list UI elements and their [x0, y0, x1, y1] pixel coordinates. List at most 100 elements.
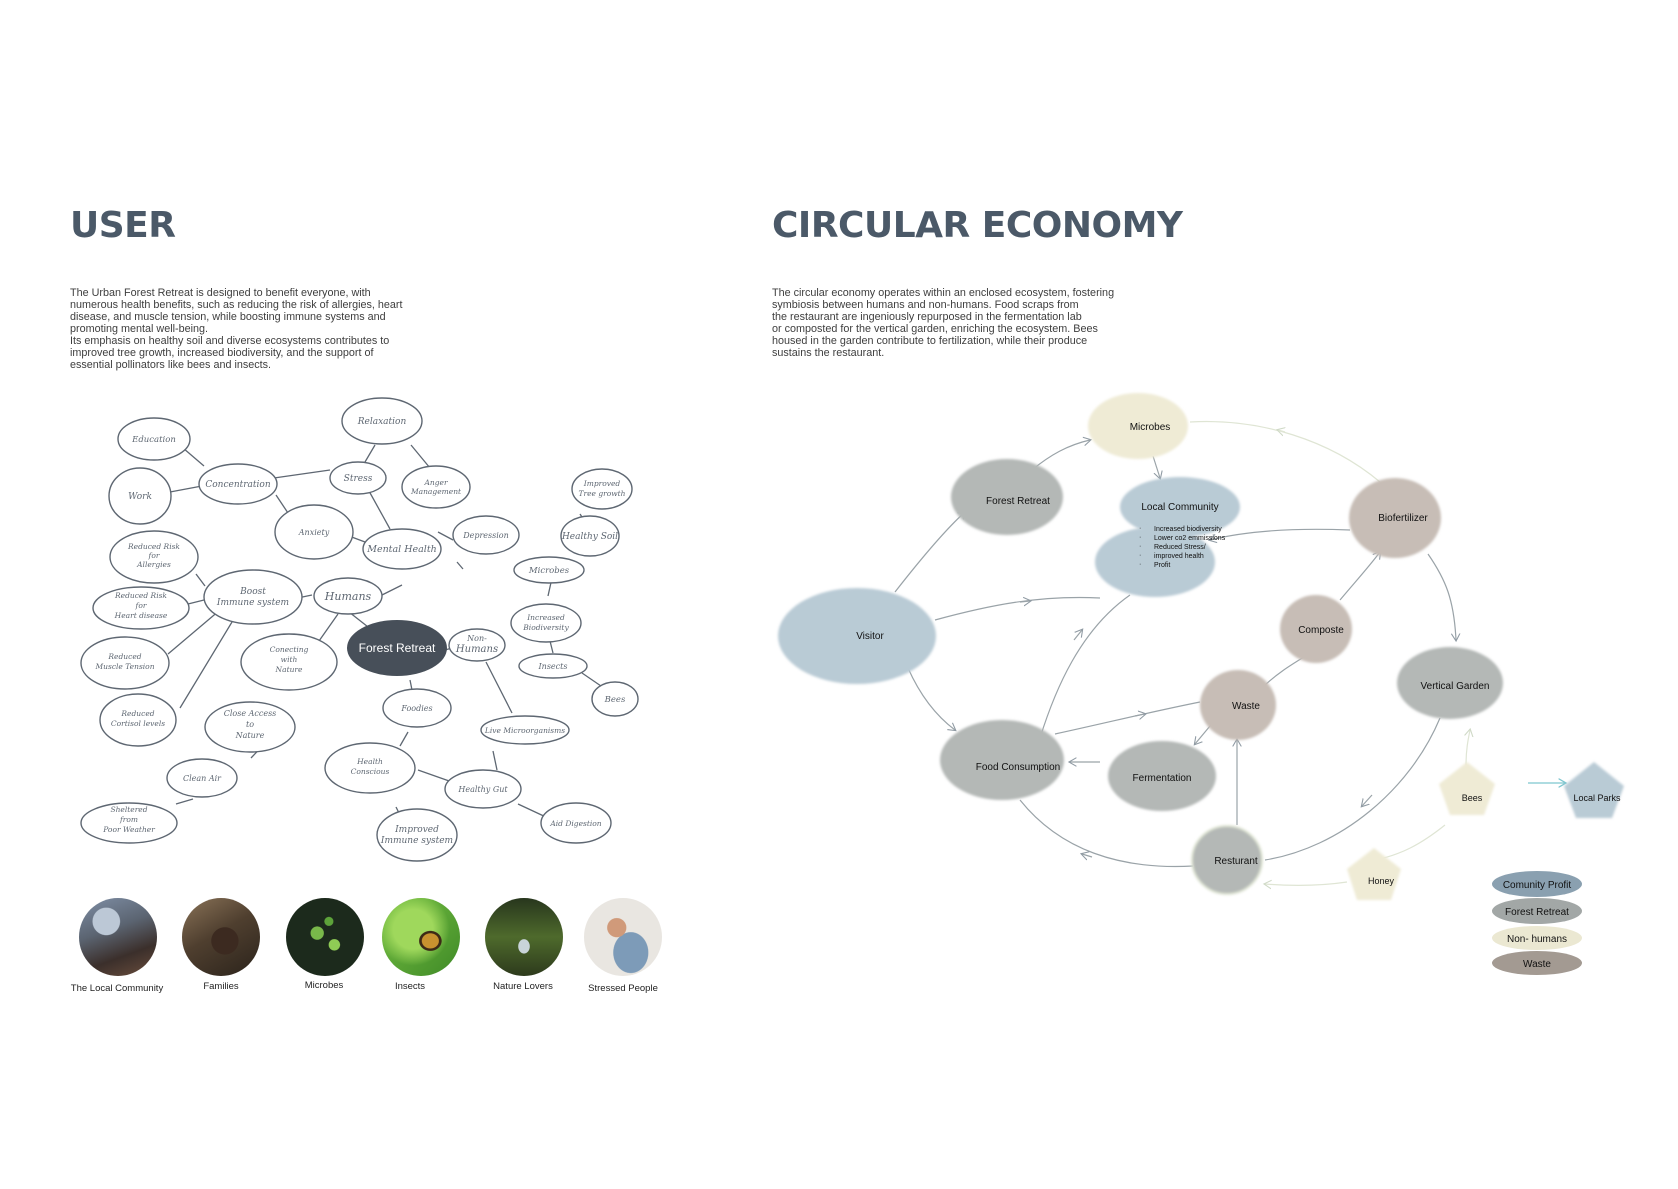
mm-node-foodies: Foodies [382, 688, 452, 728]
mm-node-relaxation: Relaxation [341, 397, 423, 445]
mm-node-anger: Anger Management [401, 465, 471, 509]
svg-text:Management: Management [410, 487, 462, 496]
svg-text:Sheltered: Sheltered [110, 805, 147, 814]
mindmap-connectors [167, 441, 602, 819]
svg-text:Bees: Bees [604, 695, 626, 705]
svg-text:Mental Health: Mental Health [366, 544, 437, 555]
mm-center-forest-retreat: Forest Retreat [347, 620, 447, 676]
mm-node-bees: Bees [591, 681, 639, 717]
ce-node-visitor: Visitor [778, 588, 936, 684]
svg-text:Honey: Honey [1368, 876, 1395, 886]
mm-node-reduced-risk-heart: Reduced Risk for Heart disease [92, 586, 190, 630]
svg-text:Visitor: Visitor [856, 631, 884, 642]
legend-item-non-humans: Non- humans [1492, 926, 1582, 950]
svg-text:Resturant: Resturant [1214, 856, 1258, 867]
mm-node-close-access: Close Access to Nature [204, 701, 296, 753]
svg-text:Healthy Soil: Healthy Soil [561, 532, 618, 542]
mm-node-improved-immune: Improved Immune system [376, 808, 458, 862]
ce-node-bees: Bees [1439, 762, 1495, 815]
ce-node-biofertilizer: Biofertilizer [1349, 478, 1441, 558]
svg-text:Nature: Nature [235, 731, 265, 740]
svg-text:Tree growth: Tree growth [578, 489, 625, 498]
svg-text:Live Microorganisms: Live Microorganisms [484, 726, 565, 735]
ce-node-fermentation: Fermentation [1108, 741, 1216, 811]
svg-text:Close Access: Close Access [224, 709, 277, 718]
svg-text:Increased biodiversity: Increased biodiversity [1154, 526, 1222, 533]
ce-node-honey: Honey [1347, 848, 1401, 900]
mm-node-cortisol: Reduced Cortisol levels [99, 693, 177, 747]
ce-node-food-consumption: Food Consumption [940, 720, 1064, 800]
svg-text:Waste: Waste [1523, 959, 1551, 970]
photo-microbes [286, 898, 364, 976]
svg-text:Composte: Composte [1298, 625, 1344, 636]
caption-local-community: The Local Community [70, 983, 164, 994]
svg-text:Lower co2 emmissions: Lower co2 emmissions [1154, 535, 1226, 542]
svg-text:Forest Retreat: Forest Retreat [359, 641, 436, 655]
mm-node-humans: Humans [313, 577, 383, 615]
svg-text:Healthy Gut: Healthy Gut [457, 785, 508, 794]
photo-families [182, 898, 260, 976]
mm-node-insects: Insects [518, 653, 588, 679]
svg-text:Increased: Increased [526, 613, 565, 622]
svg-text:with: with [281, 655, 298, 664]
caption-families: Families [203, 981, 239, 992]
svg-text:Cortisol levels: Cortisol levels [111, 719, 165, 728]
svg-text:to: to [246, 720, 254, 729]
legend-item-community-profit: Comunity Profit [1492, 871, 1582, 897]
mm-node-boost-immune: Boost Immune system [203, 569, 303, 625]
legend-item-waste: Waste [1492, 951, 1582, 975]
mm-node-healthy-soil: Healthy Soil [560, 515, 620, 557]
ce-node-composte: Composte [1280, 595, 1352, 663]
svg-text:from: from [119, 815, 138, 824]
ce-node-vertical-garden: Vertical Garden [1397, 647, 1503, 719]
svg-text:Local Community: Local Community [1141, 502, 1218, 513]
svg-text:improved health: improved health [1154, 553, 1204, 560]
mm-node-live-microorganisms: Live Microorganisms [480, 715, 570, 745]
photo-nature-lovers [485, 898, 563, 976]
mm-node-anxiety: Anxiety [274, 504, 354, 560]
mm-node-concentration: Concentration [198, 463, 278, 505]
svg-text:Insects: Insects [538, 662, 568, 671]
svg-text:Reduced Stress/: Reduced Stress/ [1154, 544, 1206, 551]
mm-node-increased-biodiversity: Increased Biodiversity [510, 603, 582, 643]
svg-text:Vertical Garden: Vertical Garden [1421, 681, 1490, 692]
svg-text:Muscle Tension: Muscle Tension [94, 662, 154, 671]
mm-node-microbes: Microbes [513, 556, 585, 584]
svg-text:Non- humans: Non- humans [1507, 934, 1567, 945]
mm-node-mental-health: Mental Health [362, 528, 442, 570]
ce-node-local-parks: Local Parks [1564, 762, 1624, 818]
ce-node-waste: Waste [1200, 670, 1276, 740]
svg-text:Nature: Nature [275, 665, 303, 674]
svg-text:Waste: Waste [1232, 701, 1260, 712]
svg-text:·: · [1139, 534, 1141, 541]
svg-text:Reduced Risk: Reduced Risk [127, 542, 180, 551]
svg-text:Allergies: Allergies [136, 560, 171, 569]
svg-text:Bees: Bees [1462, 793, 1483, 803]
svg-text:Fermentation: Fermentation [1133, 773, 1192, 784]
mm-node-stress: Stress [329, 461, 387, 495]
svg-text:Work: Work [128, 492, 152, 502]
svg-text:Reduced: Reduced [120, 709, 154, 718]
svg-text:Humans: Humans [324, 590, 372, 603]
mm-node-healthy-gut: Healthy Gut [444, 769, 522, 809]
mm-node-work: Work [108, 467, 172, 525]
mm-node-education: Education [117, 417, 191, 461]
svg-text:Concentration: Concentration [205, 480, 270, 490]
photo-stressed-people [584, 898, 662, 976]
photo-local-community [79, 898, 157, 976]
svg-text:Depression: Depression [462, 531, 509, 540]
svg-text:Reduced: Reduced [107, 652, 141, 661]
mm-node-non-humans: Non- Humans [448, 628, 506, 662]
circular-title: CIRCULAR ECONOMY [772, 205, 1183, 246]
svg-text:Microbes: Microbes [528, 566, 570, 576]
svg-text:Education: Education [131, 435, 176, 445]
svg-text:Forest Retreat: Forest Retreat [1505, 907, 1569, 918]
svg-text:Local Parks: Local Parks [1573, 793, 1621, 803]
ce-flows [894, 420, 1565, 886]
mm-node-reduced-risk-allergies: Reduced Risk for Allergies [109, 530, 199, 584]
svg-text:for: for [135, 601, 147, 610]
svg-text:Biofertilizer: Biofertilizer [1378, 513, 1428, 524]
mm-node-clean-air: Clean Air [166, 758, 238, 798]
svg-text:Profit: Profit [1154, 562, 1170, 569]
